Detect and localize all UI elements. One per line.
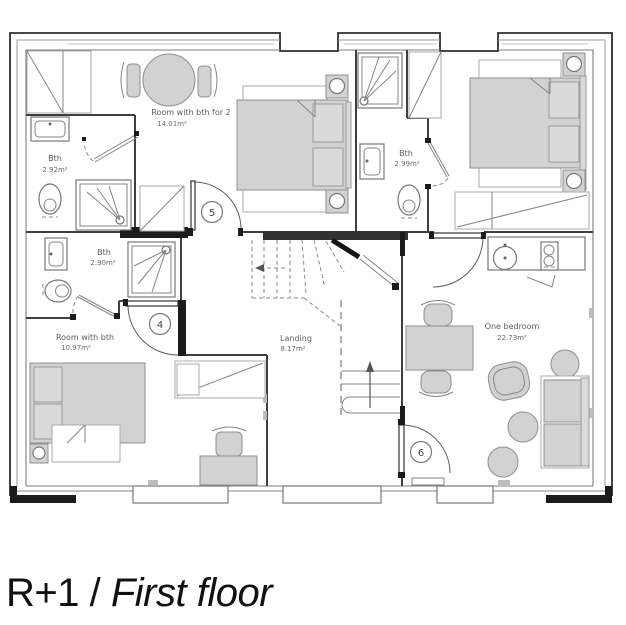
- floor-title: R+1 / First floor: [6, 571, 273, 616]
- wardrobe: [454, 191, 590, 230]
- pouf: [487, 446, 519, 478]
- double-bed: [29, 362, 146, 464]
- alcove-closet: [408, 51, 442, 119]
- door-number-badge: [148, 312, 172, 336]
- sink: [44, 237, 68, 271]
- room-label: Bth: [399, 149, 413, 158]
- room-area: 2.92m²: [42, 166, 67, 174]
- door-number: 5: [209, 208, 215, 219]
- room-area: 22.73m²: [497, 334, 527, 342]
- room-label: One bedroom: [485, 322, 540, 331]
- double-bed: [469, 52, 587, 194]
- floor-title-level: R+1 /: [6, 571, 111, 615]
- round-table-with-chairs: [120, 53, 218, 107]
- room-with-bath-for-2: [26, 50, 352, 236]
- kitchen: [487, 236, 586, 288]
- dining-table-with-chairs: [405, 300, 474, 397]
- shower: [357, 52, 403, 109]
- sink: [30, 116, 70, 142]
- room-label: Landing: [280, 334, 312, 343]
- door-number-badge: [409, 440, 433, 464]
- window: [132, 485, 229, 504]
- room-area: 2.99m²: [394, 160, 419, 168]
- stairs-bullnose-step: [341, 396, 400, 414]
- door-4: [123, 299, 179, 356]
- bathroom-2-99: [357, 52, 450, 219]
- room-label: Room with bth for 2: [151, 108, 230, 117]
- single-bed: [174, 360, 266, 399]
- bath-door: [425, 138, 450, 189]
- door-number-badge: [200, 200, 224, 224]
- shower: [127, 241, 176, 298]
- room-area: 2.90m²: [90, 259, 115, 267]
- staircase: [251, 237, 400, 416]
- bathroom-2-90: [42, 237, 176, 320]
- door-6: [398, 419, 451, 486]
- door-number: 4: [157, 320, 163, 331]
- room-labels: Room with bth for 2 14.01m² Bth 2.92m² B…: [42, 108, 539, 459]
- wardrobe: [26, 50, 92, 114]
- door-threshold: [411, 477, 445, 486]
- room-label: Bth: [97, 248, 111, 257]
- bath-door: [70, 294, 120, 320]
- double-bed: [236, 74, 352, 214]
- bath-door: [82, 131, 139, 163]
- interior-walls: [26, 50, 593, 486]
- door-5: [188, 180, 243, 236]
- pouf: [550, 349, 580, 379]
- window: [282, 485, 382, 504]
- sink: [359, 143, 385, 180]
- door-number: 6: [418, 448, 424, 459]
- room-with-bath: [29, 299, 266, 486]
- room-area: 10.97m²: [61, 344, 91, 352]
- shower: [75, 179, 132, 231]
- bedroom-door: [429, 232, 486, 288]
- bedroom-top-right: [408, 51, 590, 288]
- room-label: Bth: [48, 154, 62, 163]
- bathroom-2-92: [30, 116, 139, 231]
- armchair: [487, 361, 531, 401]
- window: [436, 485, 494, 504]
- one-bedroom-living: [398, 236, 590, 486]
- pouf: [507, 411, 539, 443]
- toilet: [397, 184, 421, 219]
- toilet: [38, 183, 62, 218]
- sofa: [540, 375, 590, 469]
- toilet: [42, 279, 72, 303]
- room-label: Room with bth: [56, 333, 114, 342]
- desk-and-chair: [199, 426, 258, 486]
- floor-title-name: First floor: [110, 571, 273, 615]
- entry-closet: [139, 185, 185, 232]
- stairs-down-arrowhead: [255, 264, 264, 272]
- room-area: 8.17m²: [280, 345, 305, 353]
- stairs-up-arrowhead: [366, 361, 374, 372]
- room-area: 14.01m²: [157, 120, 187, 128]
